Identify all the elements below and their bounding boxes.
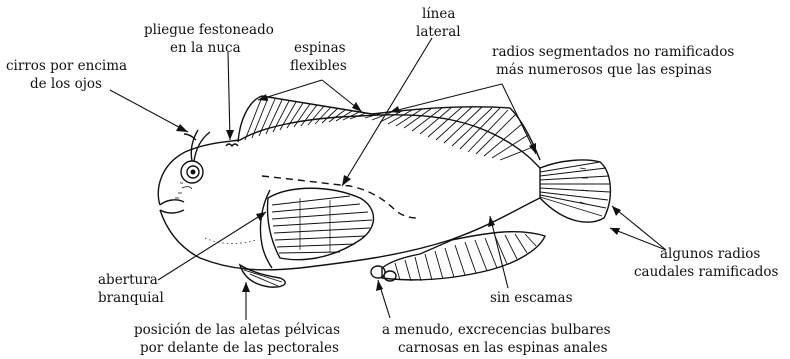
label-cirri-1: cirros por encima [6,58,127,74]
eye [181,161,203,183]
label-nape-1: pliegue festoneado [144,22,274,38]
pectoral-fin [268,188,374,259]
label-cirri-2: de los ojos [30,76,102,92]
nape-fold [226,144,238,146]
label-spines-1: espinas [294,40,346,56]
label-lateral-2: lateral [416,24,461,40]
head-markings [175,183,183,198]
labels: cirros por encima de los ojos pliegue fe… [6,6,779,356]
label-caudal-1: algunos radios [660,246,760,262]
label-spines-2: flexibles [290,58,347,74]
label-pelvic-2: por delante de las pectorales [140,340,339,356]
label-nape-2: en la nuca [170,40,241,56]
leader-lines [110,38,666,320]
label-anal-1: a menudo, excrecencias bulbares [382,322,611,338]
pelvic-fin [240,265,285,287]
label-anal-2: carnosas en las espinas anales [398,340,608,356]
caudal-fin [540,160,610,222]
label-gill-2: branquial [98,290,164,306]
label-softrays-2: más numerosos que las espinas [496,62,712,78]
label-scaleless: sin escamas [490,290,573,306]
label-gill-1: abertura [98,272,158,288]
label-lateral-1: línea [422,6,455,22]
anal-fin [371,232,545,281]
label-pelvic-1: posición de las aletas pélvicas [134,322,340,338]
label-caudal-2: caudales ramificados [634,264,779,280]
label-softrays-1: radios segmentados no ramificados [492,44,734,60]
dorsal-fin [238,96,540,160]
